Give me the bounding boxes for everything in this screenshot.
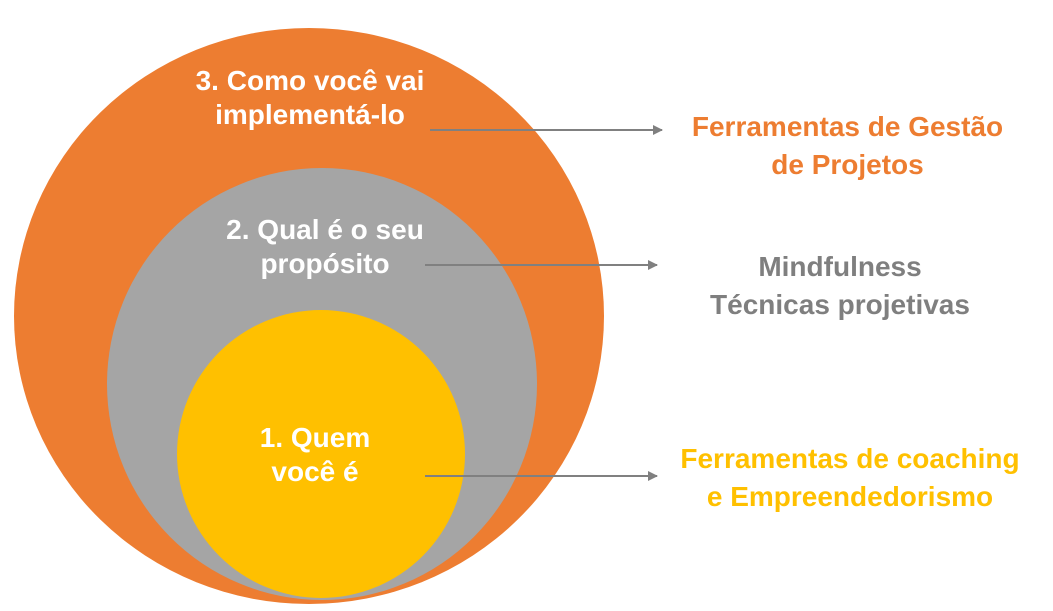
middle-ring-label: 2. Qual é o seu propósito xyxy=(185,213,465,281)
side-label-project-management: Ferramentas de Gestão de Projetos xyxy=(680,108,1015,184)
side-label-project-management-line1: Ferramentas de Gestão xyxy=(691,111,1004,142)
side-label-coaching-line1: Ferramentas de coaching xyxy=(680,443,1020,474)
side-label-mindfulness: Mindfulness Técnicas projetivas xyxy=(700,248,980,324)
inner-ring-label-line1: 1. Quem xyxy=(259,422,371,453)
side-label-coaching-line2: e Empreendedorismo xyxy=(706,481,994,512)
outer-ring-label-line2: implementá-lo xyxy=(215,99,405,130)
side-label-project-management-line2: de Projetos xyxy=(771,149,924,180)
side-label-mindfulness-line1: Mindfulness xyxy=(758,251,922,282)
inner-ring-label: 1. Quem você é xyxy=(225,421,405,489)
inner-circle-identity xyxy=(177,310,465,598)
side-label-mindfulness-line2: Técnicas projetivas xyxy=(710,289,970,320)
outer-ring-label: 3. Como você vai implementá-lo xyxy=(170,64,450,132)
side-label-coaching: Ferramentas de coaching e Empreendedoris… xyxy=(670,440,1030,516)
middle-ring-label-line1: 2. Qual é o seu xyxy=(226,214,424,245)
inner-ring-label-line2: você é xyxy=(271,456,359,487)
outer-ring-label-line1: 3. Como você vai xyxy=(195,65,425,96)
middle-ring-label-line2: propósito xyxy=(260,248,390,279)
